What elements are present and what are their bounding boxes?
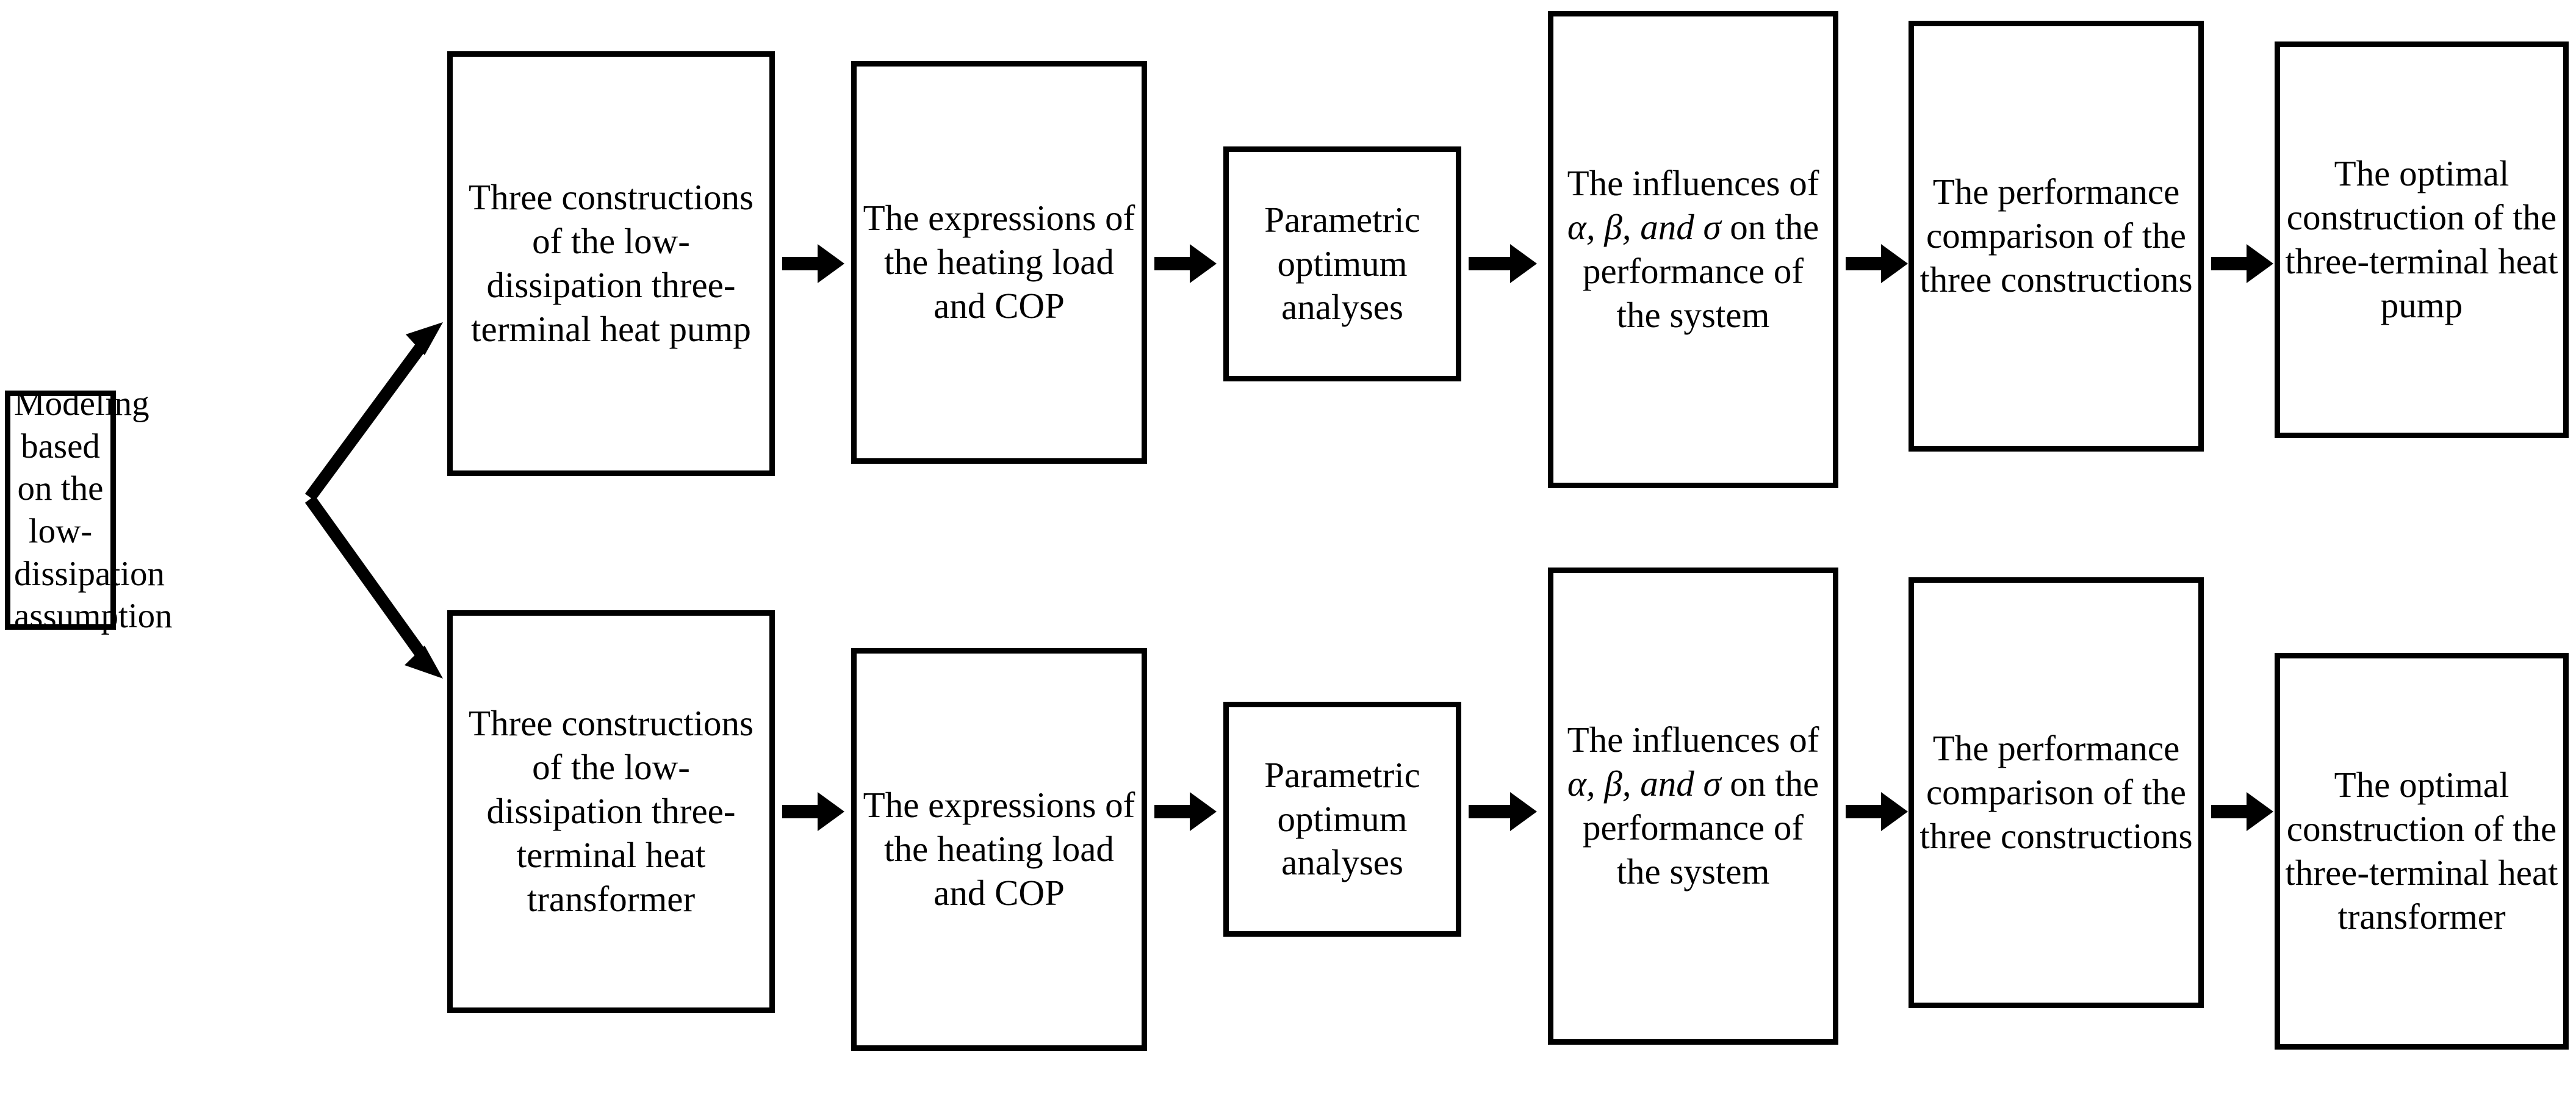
node-ht-parametric-label: Parametric optimum analyses: [1264, 754, 1420, 883]
node-hp-influences-label: The influences of α, β, and σ on the per…: [1567, 163, 1819, 335]
greek-symbols: α, β, and σ: [1567, 763, 1721, 804]
arrow-start-to-heat-pump: [304, 317, 452, 671]
node-ht-influences-label: The influences of α, β, and σ on the per…: [1567, 719, 1819, 892]
node-ht-influences[interactable]: The influences of α, β, and σ on the per…: [1548, 568, 1838, 1045]
node-ht-comparison-label: The performance comparison of the three …: [1919, 728, 2193, 856]
arrow-start-to-heat-transformer: [304, 482, 452, 836]
node-ht-parametric[interactable]: Parametric optimum analyses: [1223, 702, 1461, 937]
node-ht-comparison[interactable]: The performance comparison of the three …: [1909, 577, 2204, 1008]
node-hp-comparison[interactable]: The performance comparison of the three …: [1909, 21, 2204, 452]
node-hp-optimal-label: The optimal construction of the three-te…: [2285, 153, 2558, 325]
node-ht-optimal-label: The optimal construction of the three-te…: [2285, 765, 2558, 937]
node-hp-comparison-label: The performance comparison of the three …: [1919, 171, 2193, 300]
node-hp-constructions-label: Three constructions of the low-dissipati…: [469, 177, 754, 349]
node-hp-parametric-label: Parametric optimum analyses: [1264, 199, 1420, 328]
node-hp-expressions[interactable]: The expressions of the heating load and …: [851, 61, 1147, 464]
node-ht-expressions[interactable]: The expressions of the heating load and …: [851, 648, 1147, 1051]
node-hp-constructions[interactable]: Three constructions of the low-dissipati…: [447, 51, 775, 476]
node-ht-optimal[interactable]: The optimal construction of the three-te…: [2275, 653, 2569, 1050]
greek-symbols: α, β, and σ: [1567, 207, 1721, 248]
node-start-modeling-label: Modeling based on the low-dissipation as…: [14, 384, 173, 636]
node-hp-expressions-label: The expressions of the heating load and …: [863, 198, 1135, 326]
node-ht-constructions-label: Three constructions of the low-dissipati…: [469, 703, 754, 919]
node-ht-expressions-label: The expressions of the heating load and …: [863, 785, 1135, 913]
node-hp-parametric[interactable]: Parametric optimum analyses: [1223, 146, 1461, 381]
node-ht-constructions[interactable]: Three constructions of the low-dissipati…: [447, 610, 775, 1013]
node-start-modeling[interactable]: Modeling based on the low-dissipation as…: [5, 384, 173, 635]
node-hp-influences[interactable]: The influences of α, β, and σ on the per…: [1548, 11, 1838, 488]
node-hp-optimal[interactable]: The optimal construction of the three-te…: [2275, 41, 2569, 438]
